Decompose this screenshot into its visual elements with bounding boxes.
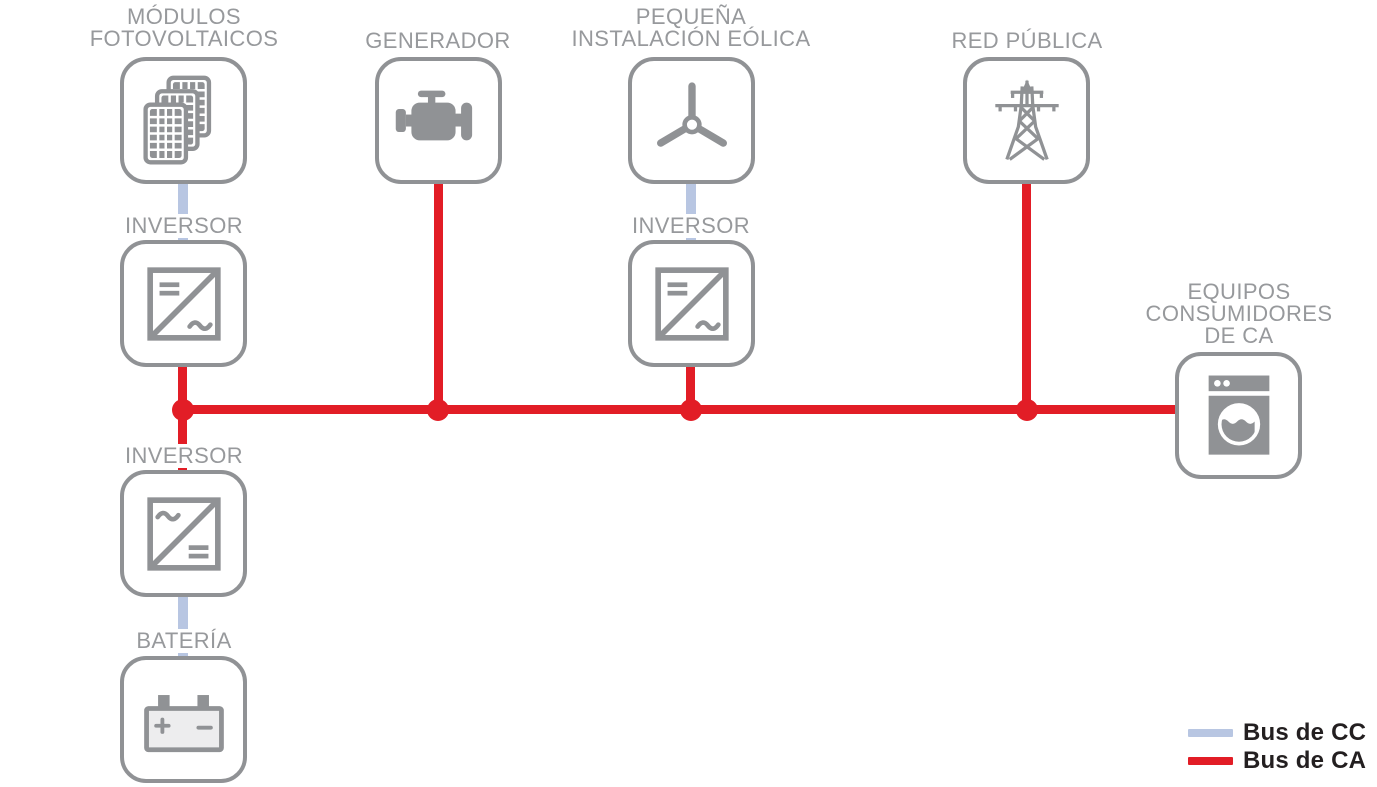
- pv-inverter-node: [120, 240, 247, 367]
- solar-panels-icon: [136, 73, 232, 169]
- wind-installation-node: [628, 57, 755, 184]
- dc-wire-inverter-to-battery: [178, 595, 188, 657]
- inverter-ac-dc-icon: [146, 496, 221, 571]
- washing-machine-icon: [1208, 375, 1269, 455]
- bus-junction-dot-wind: [680, 399, 702, 421]
- inverter-dc-ac-icon: [146, 266, 221, 341]
- public-grid-node: [963, 57, 1090, 184]
- ac-wire-grid-to-bus: [1022, 183, 1031, 414]
- ac-bus-line: [183, 405, 1176, 414]
- wind-inverter-label: INVERSOR: [623, 214, 759, 238]
- dc-wire-pv-to-inverter: [178, 183, 188, 241]
- legend-label-bus-cc: Bus de CC: [1243, 719, 1367, 746]
- legend-swatch-bus-ca: [1188, 757, 1233, 765]
- legend-swatch-bus-cc: [1188, 729, 1233, 737]
- dc-wire-wind-to-inverter: [686, 183, 696, 241]
- legend-label-bus-ca: Bus de CA: [1243, 747, 1367, 774]
- ac-wire-bus-to-battery-inverter: [178, 406, 187, 470]
- battery-inverter-label: INVERSOR: [116, 444, 252, 468]
- generator-label: GENERADOR: [365, 28, 511, 53]
- wind-inverter-node: [628, 240, 755, 367]
- bus-junction-dot-pv: [172, 399, 194, 421]
- ac-wire-generator-to-bus: [434, 183, 443, 414]
- bus-junction-dot-grid: [1016, 399, 1038, 421]
- ac-wire-wind-inverter-to-bus: [686, 366, 695, 414]
- battery-icon: [143, 694, 224, 752]
- wind-turbine-icon: [656, 81, 727, 147]
- battery-inverter-node: [120, 470, 247, 597]
- bus-junction-dot-generator: [427, 399, 449, 421]
- battery-label: BATERÍA: [128, 629, 240, 653]
- transmission-tower-icon: [994, 79, 1059, 161]
- ac-loads-label: EQUIPOS CONSUMIDORES DE CA: [1145, 279, 1333, 348]
- public-grid-label: RED PÚBLICA: [951, 28, 1103, 53]
- inverter-dc-ac-icon: [654, 266, 729, 341]
- pv-modules-node: [120, 57, 247, 184]
- wind-installation-label: PEQUEÑA INSTALACIÓN EÓLICA: [571, 4, 811, 51]
- ac-wire-pv-inverter-to-bus: [178, 366, 187, 414]
- battery-node: [120, 656, 247, 783]
- ac-loads-node: [1175, 352, 1302, 479]
- pv-modules-label: MÓDULOS FOTOVOLTAICOS: [89, 4, 279, 51]
- generator-node: [375, 57, 502, 184]
- pv-inverter-label: INVERSOR: [116, 214, 252, 238]
- engine-icon: [395, 90, 472, 140]
